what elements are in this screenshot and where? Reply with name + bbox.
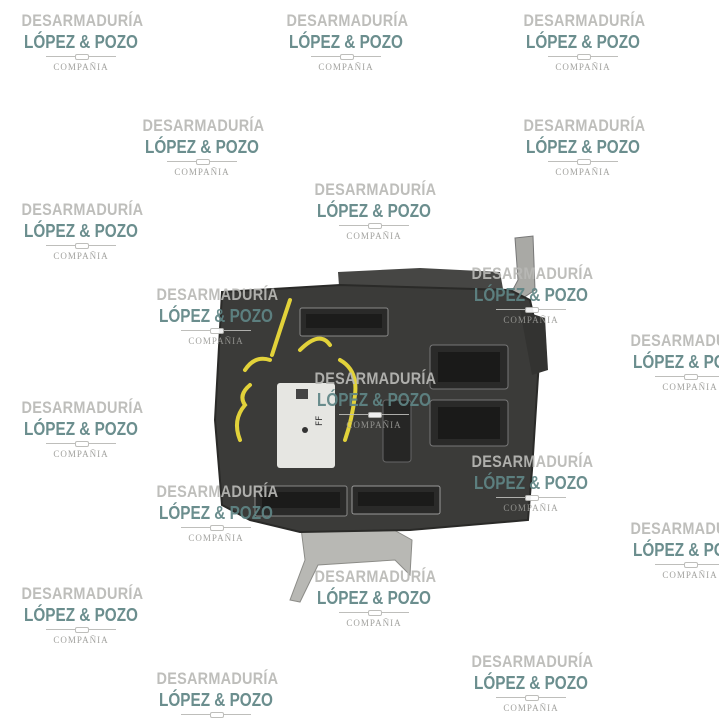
mounting-bracket-top	[509, 235, 536, 301]
connector-center	[382, 399, 412, 463]
handwritten-marking	[234, 298, 358, 442]
part-label	[277, 383, 335, 468]
label-text: FF	[315, 416, 325, 426]
mounting-bracket-bottom	[289, 519, 413, 603]
